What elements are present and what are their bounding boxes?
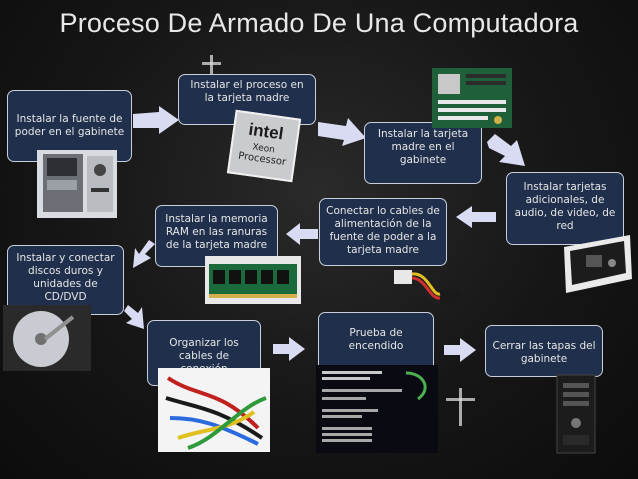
step-3-box: Instalar la tarjeta madre en el gabinete [364, 122, 482, 184]
step-7-label: Instalar y conectar discos duros y unida… [16, 252, 115, 303]
motherboard-image [432, 68, 512, 128]
arrow-step4-to-5 [456, 206, 496, 228]
arrow-step6-to-7 [133, 240, 155, 268]
arrow-step3-to-4 [487, 134, 525, 166]
bios-screen-image [316, 365, 438, 453]
ram-module-image [205, 256, 301, 304]
step-9-label: Prueba de encendido [348, 327, 404, 352]
arrow-step5-to-6 [286, 223, 318, 245]
hard-disk-image [3, 305, 91, 371]
sound-card-image [564, 235, 632, 293]
arrow-step2-to-3 [318, 118, 366, 146]
step-10-box: Cerrar las tapas del gabinete [485, 325, 603, 377]
arrow-step9-to-10 [444, 338, 476, 362]
step-5-box: Conectar lo cables de alimentación de la… [319, 198, 447, 266]
step-4-box: Instalar tarjetas adicionales, de audio,… [506, 172, 624, 245]
arrow-step8-to-9 [273, 337, 305, 361]
xeon-processor-image: intel Xeon Processor [226, 109, 302, 183]
alligator-cables-image [158, 368, 270, 452]
step-3-label: Instalar la tarjeta madre en el gabinete [377, 128, 469, 166]
step-10-label: Cerrar las tapas del gabinete [492, 340, 596, 365]
step-4-label: Instalar tarjetas adicionales, de audio,… [514, 181, 616, 232]
open-computer-case-image [37, 150, 117, 218]
arrow-step7-to-8 [124, 305, 144, 329]
step-7-box: Instalar y conectar discos duros y unida… [7, 245, 124, 315]
closed-tower-image [556, 374, 596, 454]
arrow-step1-to-2 [133, 106, 179, 134]
page-title: Proceso De Armado De Una Computadora [59, 8, 579, 38]
step-1-label: Instalar la fuente de poder en el gabine… [14, 113, 125, 138]
step-5-label: Conectar lo cables de alimentación de la… [326, 205, 440, 256]
power-cables-image [394, 270, 460, 304]
step-2-label: Instalar el proceso en la tarjeta madre [190, 79, 304, 104]
step-6-label: Instalar la memoria RAM en las ranuras d… [165, 213, 268, 251]
